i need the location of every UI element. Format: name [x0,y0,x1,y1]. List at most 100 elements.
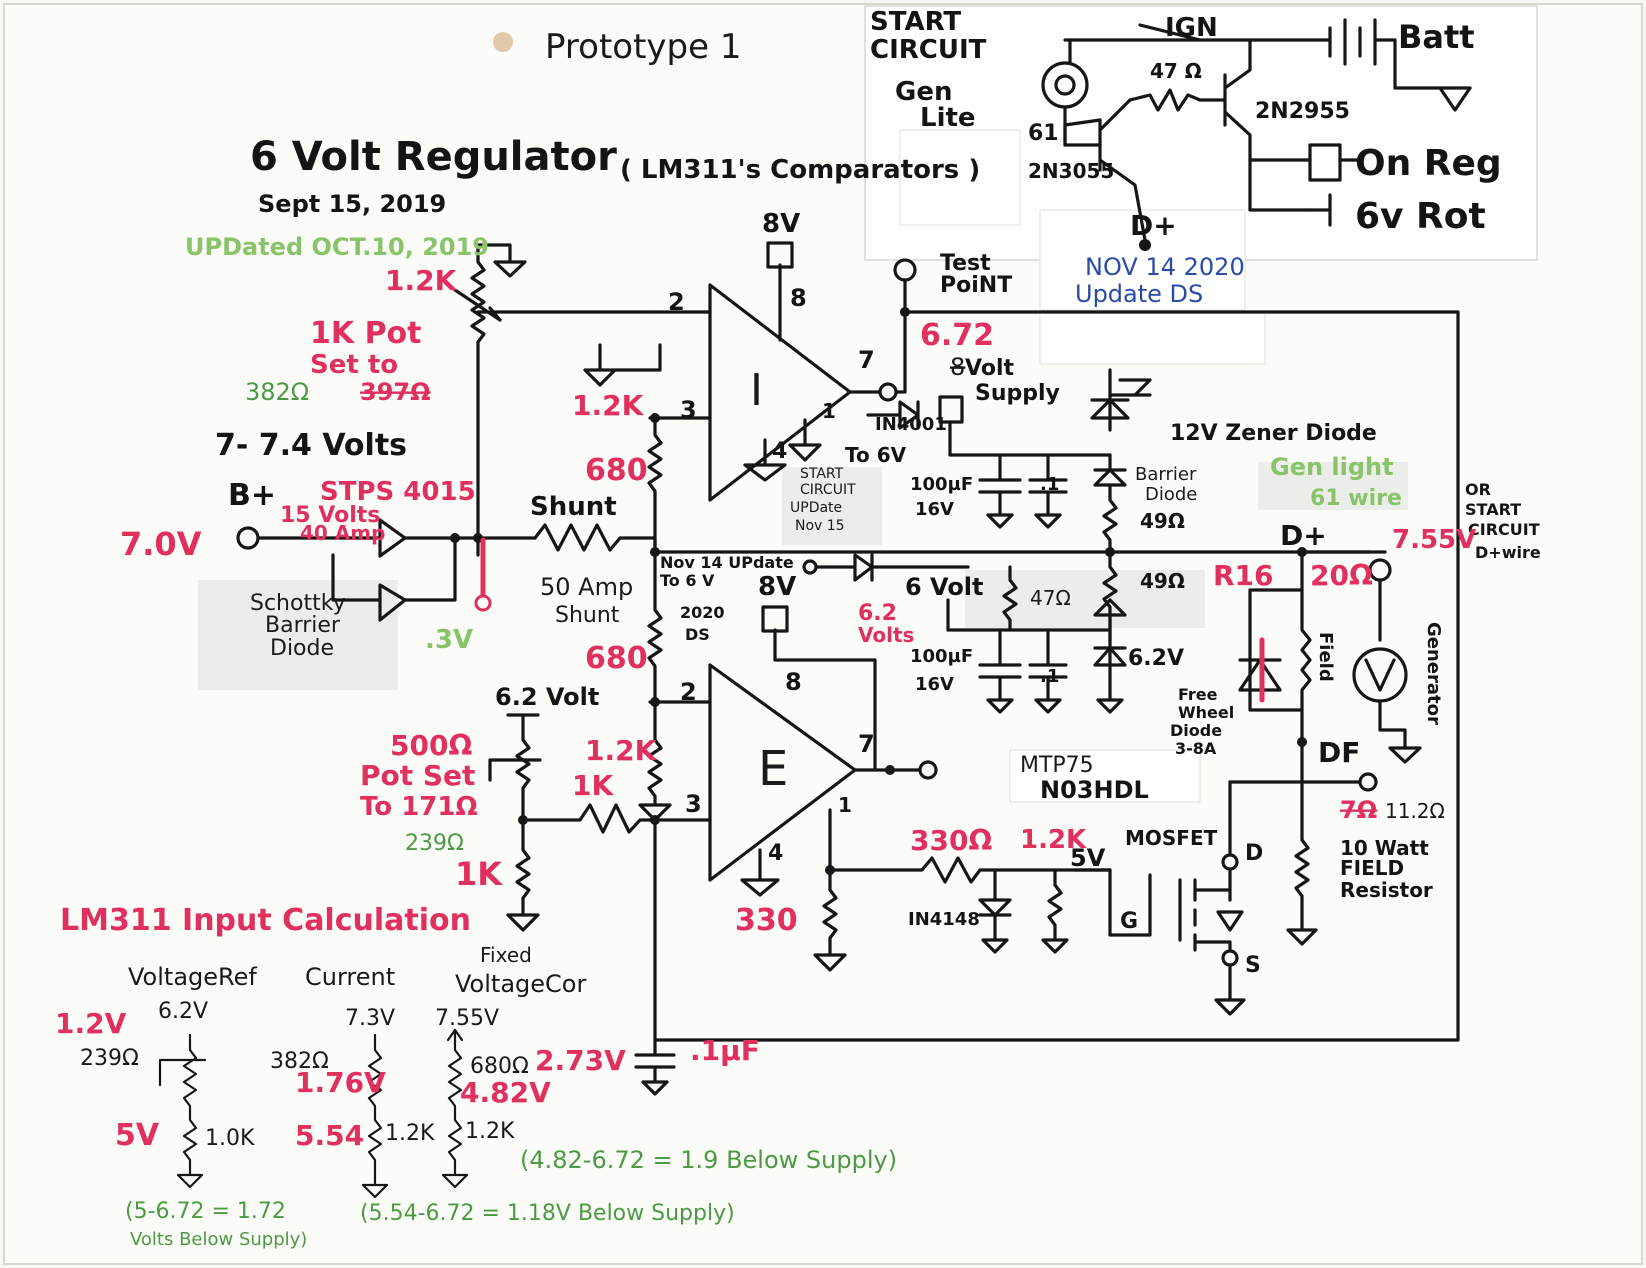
field-resistor-label: Resistor [1340,878,1433,902]
comparator-e-pin1: 1 [838,793,852,817]
mosfet-drain-label: D [1245,841,1263,866]
cap-0-1uf-label: .1µF [690,1034,760,1067]
resistor-330-label: 330Ω [910,824,992,857]
pot-value-old: 397Ω [360,378,431,406]
diode-stps4015-label: STPS 4015 [320,477,476,507]
calc-voltage: 7.55V [435,1006,499,1031]
cap-01-b-label: .1 [1040,666,1059,687]
freewheel-diode-label: 3-8A [1175,739,1217,758]
calc-value: 1.2V [55,1007,127,1040]
output-voltage-6-72: 6.72 [920,318,994,353]
diode-drop-label: .3V [425,625,473,655]
pot-1k-label: 1K Pot [310,316,422,351]
date-label: Sept 15, 2019 [258,190,446,218]
volts-6-2-label: 6.2 [858,601,897,626]
calc-note: (5.54-6.72 = 1.18V Below Supply) [360,1201,735,1226]
resistor-49-b: 49Ω [1140,569,1185,593]
resistor-1k-b: 1K [455,855,503,893]
wire-61-label: 61 wire [1310,486,1402,511]
comparator-i-pin4: 4 [772,439,787,464]
schottky-note: Diode [270,636,334,661]
comparator-e [648,605,938,972]
ign-label: IGN [1165,13,1218,43]
cap-16v-label: 16V [915,499,954,520]
calc-value: 680Ω [470,1054,529,1079]
comparator-e-supply: 8V [758,572,796,602]
calc-note: (4.82-6.72 = 1.9 Below Supply) [520,1146,897,1174]
pin-61-label: 61 [1028,121,1059,146]
updated-label: UPDated OCT.10, 2019 [185,233,489,261]
tape-piece [782,467,882,545]
calc-value: 239Ω [80,1046,139,1071]
resistor-1-2k-a: 1.2K [572,389,645,422]
start-circuit [1041,18,1472,251]
transistor-2n3055-label: 2N3055 [1028,159,1114,183]
on-reg-label: On Reg [1355,143,1502,184]
zener-6-2-label: 6.2V [1128,646,1184,671]
calc-note: Volts Below Supply) [130,1229,307,1250]
comparator-i-pin1: 1 [822,399,836,423]
calc-value: 2.73V [535,1044,626,1077]
comparator-e-pin2: 2 [680,678,697,706]
calc-value: 1.76V [295,1066,386,1099]
pot-500-set: Pot Set [360,759,475,792]
pot-500-new: 239Ω [405,831,464,856]
schottky-note: Barrier [265,613,341,638]
b-plus-label: B+ [228,478,276,513]
start-circuit-note: Nov 15 [795,518,845,534]
comparator-e-pin7: 7 [858,730,875,758]
calc-value: 1.2K [385,1121,435,1146]
tape-piece [1039,311,1266,365]
barrier-diode-label: Barrier [1135,464,1197,485]
barrier-diode-label: Diode [1145,484,1197,505]
tape-piece [1009,749,1201,803]
calc-value: 5.54 [295,1119,364,1152]
start-circuit-title: START [870,7,961,37]
transistor-2n2955-label: 2N2955 [1255,99,1350,124]
pot-500-label: 500Ω [390,729,472,762]
batt-label: Batt [1398,18,1475,56]
voltage-range-label: 7- 7.4 Volts [215,428,407,463]
resistor-47-label: 47 Ω [1150,59,1202,83]
tape-piece [899,129,1021,226]
comparator-e-label: E [758,741,788,797]
supply-note: Volt [965,356,1014,381]
pot-500-to: To 171Ω [360,792,478,822]
or-note: CIRCUIT [1468,520,1540,539]
field-resistor-new: 11.2Ω [1385,799,1445,823]
mosfet-source-label: S [1245,953,1261,978]
test-point-label: Test [940,251,991,276]
field-resistor-label: 10 Watt [1340,836,1429,860]
shunt-note: Shunt [555,603,620,628]
shunt-note: 50 Amp [540,573,633,601]
diode-in4148-label: IN4148 [908,909,980,930]
cap-16v-b-label: 16V [915,674,954,695]
comparator-e-pin3: 3 [685,790,702,818]
comparator-i-supply: 8V [762,209,800,239]
six-v-rot-label: 6v Rot [1355,196,1486,237]
start-circuit-note: CIRCUIT [800,482,856,498]
comparator-i [648,241,1460,1042]
right-network [634,368,1422,1096]
calc-voltage: 6.2V [158,999,208,1024]
comparator-i-pin2: 2 [668,288,685,316]
start-circuit-note: START [800,466,844,482]
mosfet-part-label: MTP75 [1020,753,1094,778]
calc-col-header: VoltageRef [128,963,257,991]
comparator-i-pin8: 8 [790,284,807,312]
comparator-e-pin4: 4 [768,841,783,866]
resistor-1k: 1K [572,769,614,802]
gen-light-label: Gen light [1270,453,1394,481]
prototype-label: Prototype 1 [545,27,741,67]
pot-value-new: 382Ω [245,378,309,406]
tape-piece [1258,462,1408,510]
resistor-1-2k-gate: 1.2K [1020,825,1087,855]
field-resistor-label: FIELD [1340,856,1404,880]
zener-12v-label: 12V Zener Diode [1170,421,1377,446]
diode-spec: 15 Volts [280,503,380,528]
resistor-47-label: 47Ω [1030,586,1071,610]
resistor-680-a: 680 [585,453,648,488]
or-note: OR [1465,480,1491,499]
